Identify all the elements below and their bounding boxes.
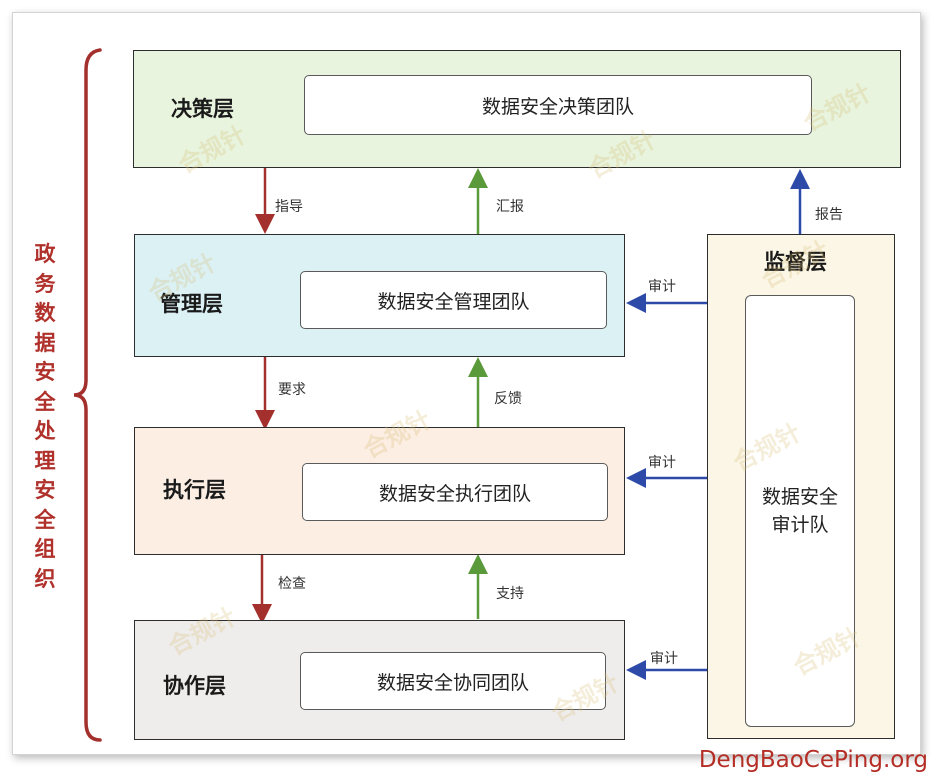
decision-team: 数据安全决策团队 bbox=[304, 75, 812, 135]
left-brace bbox=[73, 48, 102, 742]
collaboration-layer-label: 协作层 bbox=[163, 674, 226, 698]
report-to-decision-label: 报告 bbox=[815, 207, 843, 223]
collaboration-team: 数据安全协同团队 bbox=[300, 652, 606, 710]
feedback-label: 反馈 bbox=[494, 391, 522, 407]
check-label: 检查 bbox=[278, 576, 306, 592]
management-team: 数据安全管理团队 bbox=[300, 271, 607, 329]
audit-team: 数据安全审计队 bbox=[745, 295, 855, 727]
execution-layer-label: 执行层 bbox=[163, 478, 226, 502]
decision-layer-label: 决策层 bbox=[171, 97, 234, 121]
execution-team: 数据安全执行团队 bbox=[302, 463, 608, 521]
footer-site-label: DengBaoCePing.org bbox=[698, 747, 928, 773]
management-layer-label: 管理层 bbox=[160, 292, 223, 316]
audit-team-label: 数据安全审计队 bbox=[761, 486, 838, 536]
require-label: 要求 bbox=[278, 382, 306, 398]
side-title: 政务数据安全处理安全组织 bbox=[34, 242, 56, 591]
guide-label: 指导 bbox=[275, 199, 303, 215]
audit-label-2: 审计 bbox=[648, 455, 676, 471]
audit-label-1: 审计 bbox=[648, 279, 676, 295]
support-label: 支持 bbox=[496, 586, 524, 602]
report-up-label: 汇报 bbox=[496, 199, 524, 215]
supervision-layer-label: 监督层 bbox=[764, 250, 827, 274]
audit-label-3: 审计 bbox=[650, 651, 678, 667]
